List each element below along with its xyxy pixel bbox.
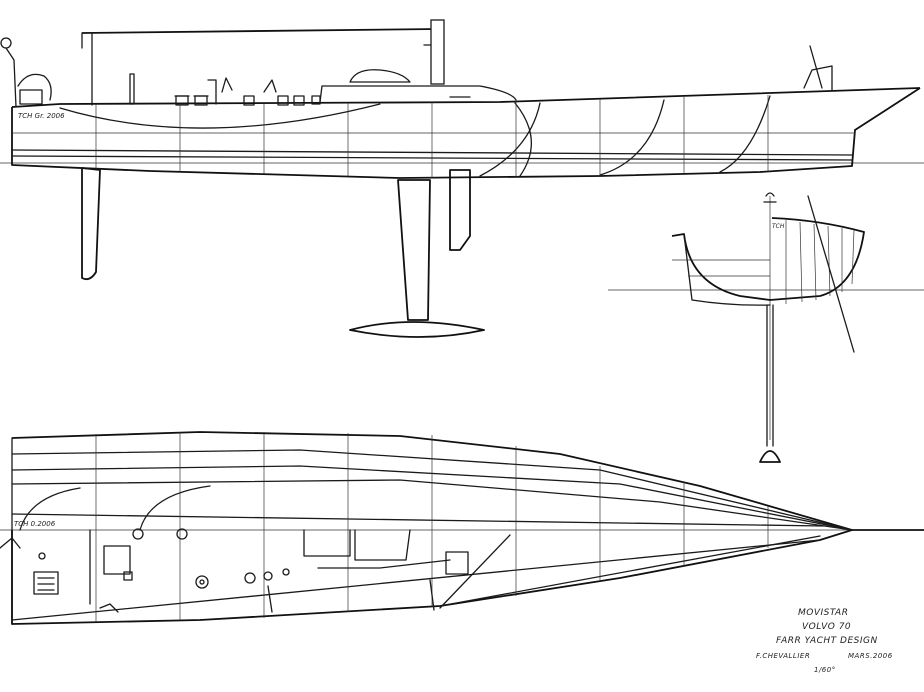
plan-stations: [95, 432, 769, 622]
title-scale: 1/60°: [814, 666, 836, 674]
title-designer: FARR YACHT DESIGN: [776, 636, 878, 646]
keel-bulb: [349, 321, 485, 338]
boom: [81, 28, 439, 34]
plan-halfbreadth-upper: [11, 431, 924, 531]
rudder: [81, 167, 101, 281]
coachroof: [319, 85, 517, 103]
plan-view: TCH 0.2006: [0, 431, 924, 625]
mast-stub: [430, 19, 445, 85]
profile-curve-aft: [59, 103, 381, 129]
profile-stations: [95, 95, 769, 178]
plan-station-label: TCH 0.2006: [14, 520, 56, 528]
section-daggerboard: [807, 195, 855, 353]
side-profile-view: TCH Gr. 2006: [0, 19, 924, 338]
deck-winches: [129, 73, 321, 106]
stern-light: [0, 37, 12, 49]
pulpit: [17, 73, 52, 101]
title-date: MARS.2006: [848, 652, 893, 660]
title-author: F.CHEVALLIER: [756, 652, 811, 660]
section-bulb: [759, 450, 781, 463]
keel-fin: [397, 179, 431, 321]
title-boat-name: MOVISTAR: [798, 608, 849, 618]
title-block: MOVISTAR VOLVO 70 FARR YACHT DESIGN F.CH…: [756, 604, 924, 688]
daggerboard: [449, 169, 471, 251]
profile-station-label: TCH Gr. 2006: [18, 112, 65, 120]
dome: [349, 69, 411, 83]
bow-pulpit: [803, 65, 833, 91]
title-class: VOLVO 70: [802, 622, 852, 632]
section-frames: [785, 220, 855, 304]
deck-line: [11, 87, 921, 108]
section-label: TCH: [772, 223, 785, 230]
section-view: TCH: [608, 192, 924, 463]
plan-deck-gear: [0, 528, 511, 613]
